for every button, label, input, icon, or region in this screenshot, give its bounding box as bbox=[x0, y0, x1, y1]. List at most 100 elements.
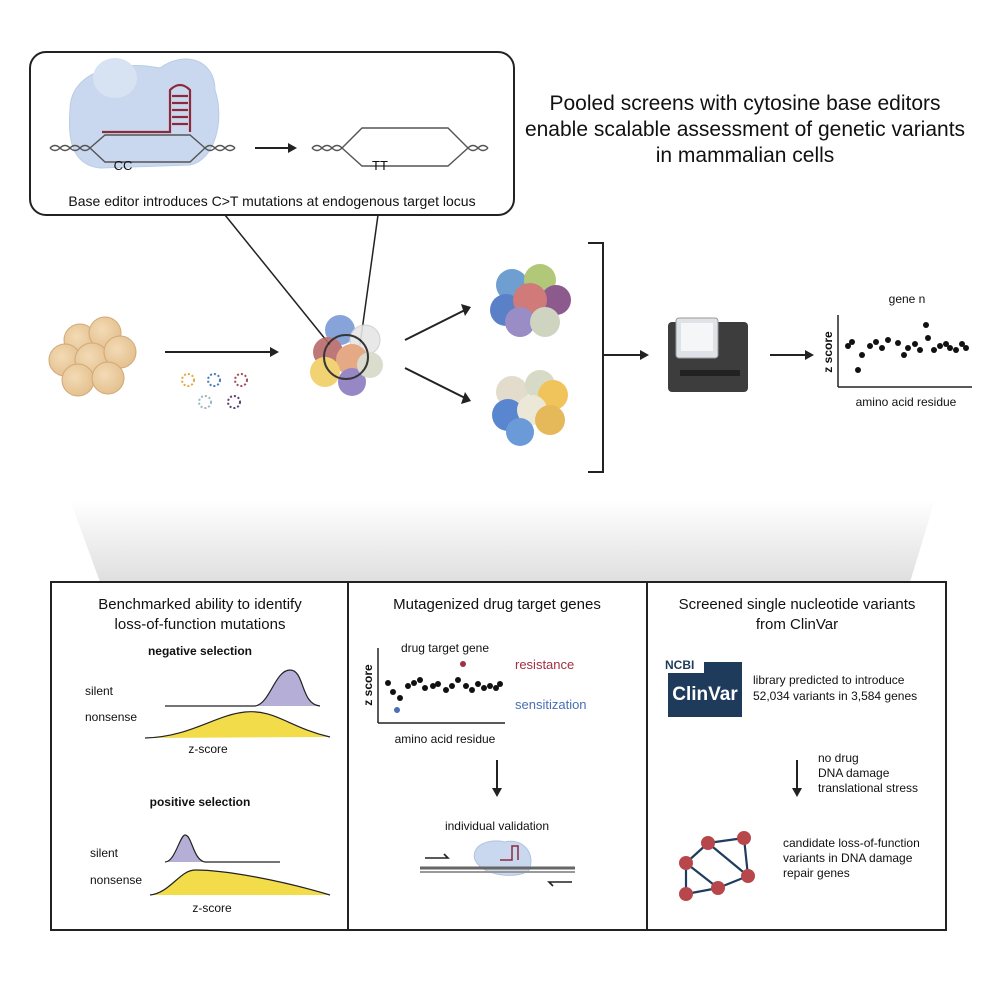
funnel-shade bbox=[70, 500, 935, 582]
guide-rna-icon bbox=[102, 83, 192, 134]
condition-translational-stress: translational stress bbox=[818, 781, 918, 795]
drug-target-point bbox=[422, 685, 428, 691]
panel-drug-target: Mutagenized drug target genes drug targe… bbox=[361, 596, 601, 887]
condition-dna-damage: DNA damage bbox=[818, 766, 890, 780]
gene-n-point bbox=[943, 341, 949, 347]
gene-n-point bbox=[912, 341, 918, 347]
drug-target-point bbox=[394, 707, 400, 713]
drug-plot-xlabel: amino acid residue bbox=[395, 732, 496, 746]
sequencer-icon bbox=[668, 317, 748, 392]
gene-n-point bbox=[905, 345, 911, 351]
panel2-title: Mutagenized drug target genes bbox=[393, 596, 601, 613]
dna-after-icon bbox=[311, 127, 489, 167]
drug-target-point bbox=[411, 680, 417, 686]
pos-silent-label: silent bbox=[90, 846, 119, 860]
cell-population-icon bbox=[48, 316, 137, 397]
gene-n-point bbox=[959, 341, 965, 347]
ncbi-logo-text: NCBI bbox=[665, 658, 694, 672]
split-arrow-up bbox=[404, 309, 466, 341]
gene-n-point bbox=[855, 367, 861, 373]
gene-n-point bbox=[925, 335, 931, 341]
gene-n-point bbox=[917, 347, 923, 353]
drug-target-point bbox=[435, 681, 441, 687]
gene-n-point bbox=[937, 343, 943, 349]
split-arrowhead-down bbox=[461, 392, 471, 404]
pool-bracket bbox=[588, 242, 604, 473]
drug-target-point bbox=[397, 695, 403, 701]
gene-n-xlabel: amino acid residue bbox=[856, 395, 957, 409]
zoom-line-left bbox=[224, 214, 331, 346]
transduce-arrowhead bbox=[270, 347, 279, 357]
neg-nonsense-label: nonsense bbox=[85, 710, 137, 724]
gene-n-point bbox=[931, 347, 937, 353]
zoom-circle bbox=[323, 334, 369, 380]
viral-library-icon bbox=[181, 373, 248, 409]
drug-plot-points bbox=[385, 661, 503, 713]
neg-nonsense-density bbox=[144, 711, 331, 739]
title-line-2: enable scalable assessment of genetic va… bbox=[525, 118, 965, 141]
resistance-label: resistance bbox=[515, 657, 574, 672]
panel-clinvar: Screened single nucleotide variants from… bbox=[662, 596, 920, 901]
gene-n-point bbox=[845, 343, 851, 349]
library-line-2: 52,034 variants in 3,584 genes bbox=[753, 689, 917, 703]
condition-no-drug: no drug bbox=[818, 751, 859, 765]
drug-target-point bbox=[469, 687, 475, 693]
base-editor-protein-icon bbox=[68, 58, 220, 169]
sequencing-arrowhead bbox=[640, 350, 649, 360]
clinvar-logo: NCBI ClinVar bbox=[662, 655, 742, 717]
drug-target-point bbox=[460, 661, 466, 667]
reverse-primer-icon bbox=[547, 881, 572, 887]
gene-n-ylabel: z score bbox=[821, 331, 835, 373]
panel1-title-2: loss-of-function mutations bbox=[115, 616, 286, 633]
panel-benchmark: Benchmarked ability to identify loss-of-… bbox=[85, 596, 331, 915]
drug-target-plot-title: drug target gene bbox=[401, 641, 489, 655]
population-b-icon bbox=[492, 370, 568, 446]
conversion-arrow-icon bbox=[255, 143, 297, 153]
label-tt: TT bbox=[372, 158, 388, 173]
drug-target-point bbox=[481, 685, 487, 691]
zoom-line-right bbox=[359, 214, 379, 346]
dna-before-icon bbox=[49, 134, 236, 163]
neg-silent-label: silent bbox=[85, 684, 114, 698]
split-arrowhead-up bbox=[461, 304, 471, 316]
validation-label: individual validation bbox=[445, 819, 549, 833]
split-arrow-down bbox=[404, 367, 466, 399]
title-line-3: in mammalian cells bbox=[656, 144, 835, 167]
clinvar-logo-text: ClinVar bbox=[672, 684, 738, 705]
drug-target-point bbox=[390, 689, 396, 695]
gene-n-point bbox=[901, 352, 907, 358]
gene-n-plot: gene n z score amino acid residue bbox=[821, 292, 972, 409]
editor-domain-icon bbox=[93, 58, 137, 98]
forward-primer-icon bbox=[425, 853, 450, 859]
drug-target-point bbox=[430, 683, 436, 689]
conditions-arrowhead bbox=[792, 788, 802, 797]
drug-target-point bbox=[455, 677, 461, 683]
drug-plot-ylabel: z score bbox=[361, 664, 375, 706]
neg-zscore-label: z-score bbox=[188, 742, 228, 756]
positive-selection-heading: positive selection bbox=[150, 795, 251, 809]
gene-n-point bbox=[873, 339, 879, 345]
edited-cell-cluster-icon bbox=[310, 315, 383, 396]
base-editor-inset: CC TT Base editor introduces C>T mutatio… bbox=[29, 51, 515, 216]
candidate-line-3: repair genes bbox=[783, 866, 850, 880]
gene-n-points bbox=[845, 322, 969, 373]
gene-n-point bbox=[923, 322, 929, 328]
library-line-1: library predicted to introduce bbox=[753, 673, 905, 687]
drug-target-point bbox=[405, 683, 411, 689]
label-cc: CC bbox=[114, 158, 133, 173]
candidate-line-2: variants in DNA damage bbox=[783, 851, 913, 865]
network-icon bbox=[679, 831, 755, 901]
gene-n-point bbox=[953, 347, 959, 353]
panel3-title-1: Screened single nucleotide variants bbox=[679, 596, 916, 613]
panel1-title-1: Benchmarked ability to identify bbox=[98, 596, 302, 613]
gene-n-point bbox=[895, 340, 901, 346]
drug-target-point bbox=[475, 681, 481, 687]
negative-selection-heading: negative selection bbox=[148, 644, 252, 658]
gene-n-point bbox=[885, 337, 891, 343]
sensitization-label: sensitization bbox=[515, 697, 587, 712]
analysis-arrowhead bbox=[805, 350, 814, 360]
drug-target-point bbox=[487, 683, 493, 689]
drug-target-point bbox=[463, 683, 469, 689]
gene-n-point bbox=[849, 339, 855, 345]
